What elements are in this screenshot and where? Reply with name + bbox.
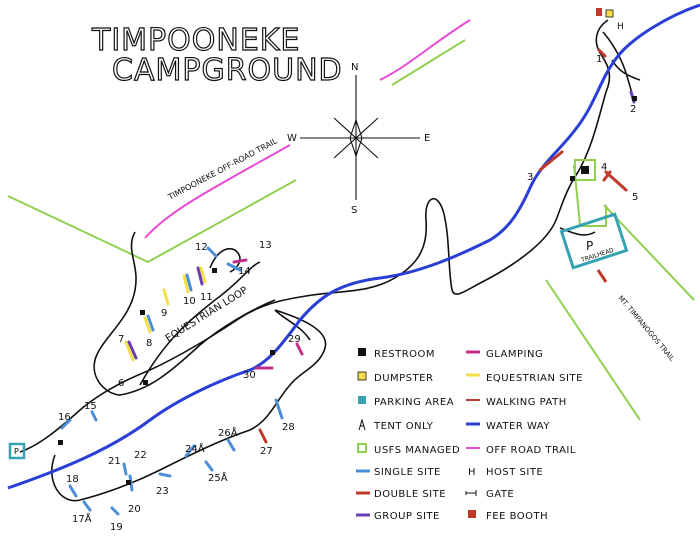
site-13: 13 — [259, 240, 272, 251]
legend-fee: FEE BOOTH — [486, 511, 548, 522]
site-19: 19 — [110, 522, 123, 533]
site-15: 15 — [84, 401, 97, 412]
site-3: 3 — [527, 172, 533, 183]
tent-icon — [358, 418, 366, 431]
legend-gate: GATE — [486, 489, 514, 500]
site-21: 21 — [108, 456, 121, 467]
fee-booth-icon — [596, 8, 602, 16]
site-11: 11 — [200, 292, 213, 303]
site-9: 9 — [161, 308, 167, 319]
legend-right-column: GLAMPING EQUESTRIAN SITE WALKING PATH WA… — [465, 349, 583, 522]
site-marks — [60, 48, 636, 516]
site-23: 23 — [156, 486, 169, 497]
site-26: 26Å — [218, 426, 238, 439]
gate-icon — [465, 490, 477, 496]
site-30: 30 — [243, 370, 256, 381]
legend-offroad: OFF ROAD TRAIL — [486, 445, 576, 456]
legend-usfs: USFS MANAGED — [374, 445, 460, 456]
off-road-trails — [144, 19, 471, 239]
parking-icon — [358, 396, 366, 404]
site-24: 24Å — [185, 442, 205, 455]
site-4: 4 — [601, 162, 607, 173]
site-17: 17Å — [72, 512, 92, 525]
site-6: 6 — [118, 378, 124, 389]
host-site-marker: H — [617, 22, 624, 32]
site-14: 14 — [238, 266, 251, 277]
legend: RESTROOM DUMPSTER PARKING AREA TENT ONLY… — [356, 348, 583, 522]
legend-host: HOST SITE — [486, 467, 543, 478]
legend-double: DOUBLE SITE — [374, 489, 446, 500]
legend-group: GROUP SITE — [374, 511, 440, 522]
site-7: 7 — [118, 334, 124, 345]
site-16: 16 — [58, 412, 71, 423]
site-28: 28 — [282, 422, 295, 433]
legend-parking: PARKING AREA — [374, 397, 454, 408]
dumpster-icon — [357, 371, 367, 381]
legend-glamping: GLAMPING — [486, 349, 543, 360]
compass-e: E — [424, 133, 430, 144]
dumpster-icon — [605, 9, 614, 18]
compass-s: S — [351, 205, 357, 216]
water-way — [7, 3, 700, 490]
legend-single: SINGLE SITE — [374, 467, 441, 478]
site-5: 5 — [632, 192, 638, 203]
restroom-markers — [58, 96, 637, 485]
site-25: 25Å — [208, 471, 228, 484]
legend-water: WATER WAY — [486, 421, 550, 432]
site-numbers: 1 2 3 4 5 6 7 8 9 10 11 12 13 14 15 16 1… — [58, 54, 638, 533]
legend-walking: WALKING PATH — [486, 397, 567, 408]
legend-left-column: RESTROOM DUMPSTER PARKING AREA TENT ONLY… — [356, 348, 460, 522]
fee-booth-icon — [468, 510, 476, 518]
site-8: 8 — [146, 338, 152, 349]
usfs-icon — [357, 443, 367, 453]
legend-restroom: RESTROOM — [374, 349, 435, 360]
site-10: 10 — [183, 296, 196, 307]
site-27: 27 — [260, 446, 273, 457]
restroom-icon — [358, 348, 366, 356]
legend-equestrian: EQUESTRIAN SITE — [486, 373, 583, 384]
title-line1: TIMPOONEKE — [91, 23, 300, 58]
site-12: 12 — [195, 242, 208, 253]
walking-path-mark — [596, 269, 608, 283]
legend-dumpster: DUMPSTER — [374, 373, 433, 384]
site-1: 1 — [596, 54, 602, 65]
site-2: 2 — [630, 104, 636, 115]
compass-w: W — [287, 133, 297, 144]
site-29: 29 — [288, 334, 301, 345]
title-line2: CAMPGROUND — [112, 53, 343, 88]
usfs-boundary-lines — [7, 39, 695, 421]
offroad-trail-label: TIMPOONEKE OFF-ROAD TRAIL — [166, 136, 279, 202]
map-title: TIMPOONEKE CAMPGROUND — [90, 22, 343, 88]
legend-tent: TENT ONLY — [373, 421, 434, 432]
left-parking-p: P — [14, 447, 19, 456]
compass-rose — [300, 75, 420, 200]
host-site-icon: H — [468, 467, 476, 478]
left-parking-area — [8, 442, 26, 460]
site-20: 20 — [128, 504, 141, 515]
mt-trail-label: MT. TIMPANOGOS TRAIL — [616, 294, 675, 363]
compass-n: N — [351, 62, 358, 73]
trailhead-p-label: P — [586, 239, 593, 253]
site-18: 18 — [66, 474, 79, 485]
site-22: 22 — [134, 450, 147, 461]
